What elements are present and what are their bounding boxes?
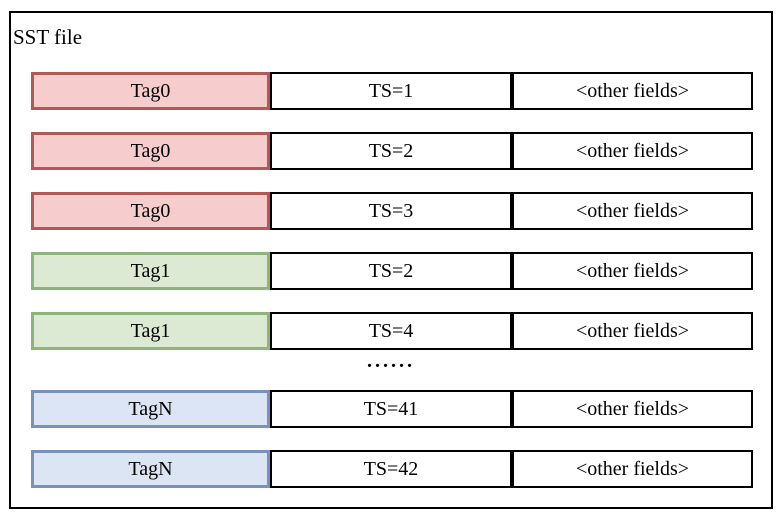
tag-cell: TagN [31,390,270,428]
other-fields-cell: <other fields> [512,312,753,350]
tag-cell: Tag1 [31,312,270,350]
tag-cell: Tag0 [31,132,270,170]
tag-cell: Tag1 [31,252,270,290]
other-fields-cell: <other fields> [512,390,753,428]
sst-file-label: SST file [13,25,83,49]
record-row: TagN TS=41 <other fields> [0,390,784,428]
record-row: Tag0 TS=2 <other fields> [0,132,784,170]
record-row: Tag0 TS=1 <other fields> [0,72,784,110]
record-row: TagN TS=42 <other fields> [0,450,784,488]
timestamp-cell: TS=2 [270,132,512,170]
tag-cell: TagN [31,450,270,488]
timestamp-cell: TS=42 [270,450,512,488]
tag-cell: Tag0 [31,72,270,110]
record-row: Tag1 TS=2 <other fields> [0,252,784,290]
timestamp-cell: TS=3 [270,192,512,230]
timestamp-cell: TS=41 [270,390,512,428]
ellipsis-rows-omitted: ...... [367,350,415,372]
record-row: Tag1 TS=4 <other fields> [0,312,784,350]
timestamp-cell: TS=4 [270,312,512,350]
other-fields-cell: <other fields> [512,252,753,290]
record-row: Tag0 TS=3 <other fields> [0,192,784,230]
other-fields-cell: <other fields> [512,72,753,110]
other-fields-cell: <other fields> [512,450,753,488]
other-fields-cell: <other fields> [512,132,753,170]
timestamp-cell: TS=2 [270,252,512,290]
timestamp-cell: TS=1 [270,72,512,110]
other-fields-cell: <other fields> [512,192,753,230]
tag-cell: Tag0 [31,192,270,230]
